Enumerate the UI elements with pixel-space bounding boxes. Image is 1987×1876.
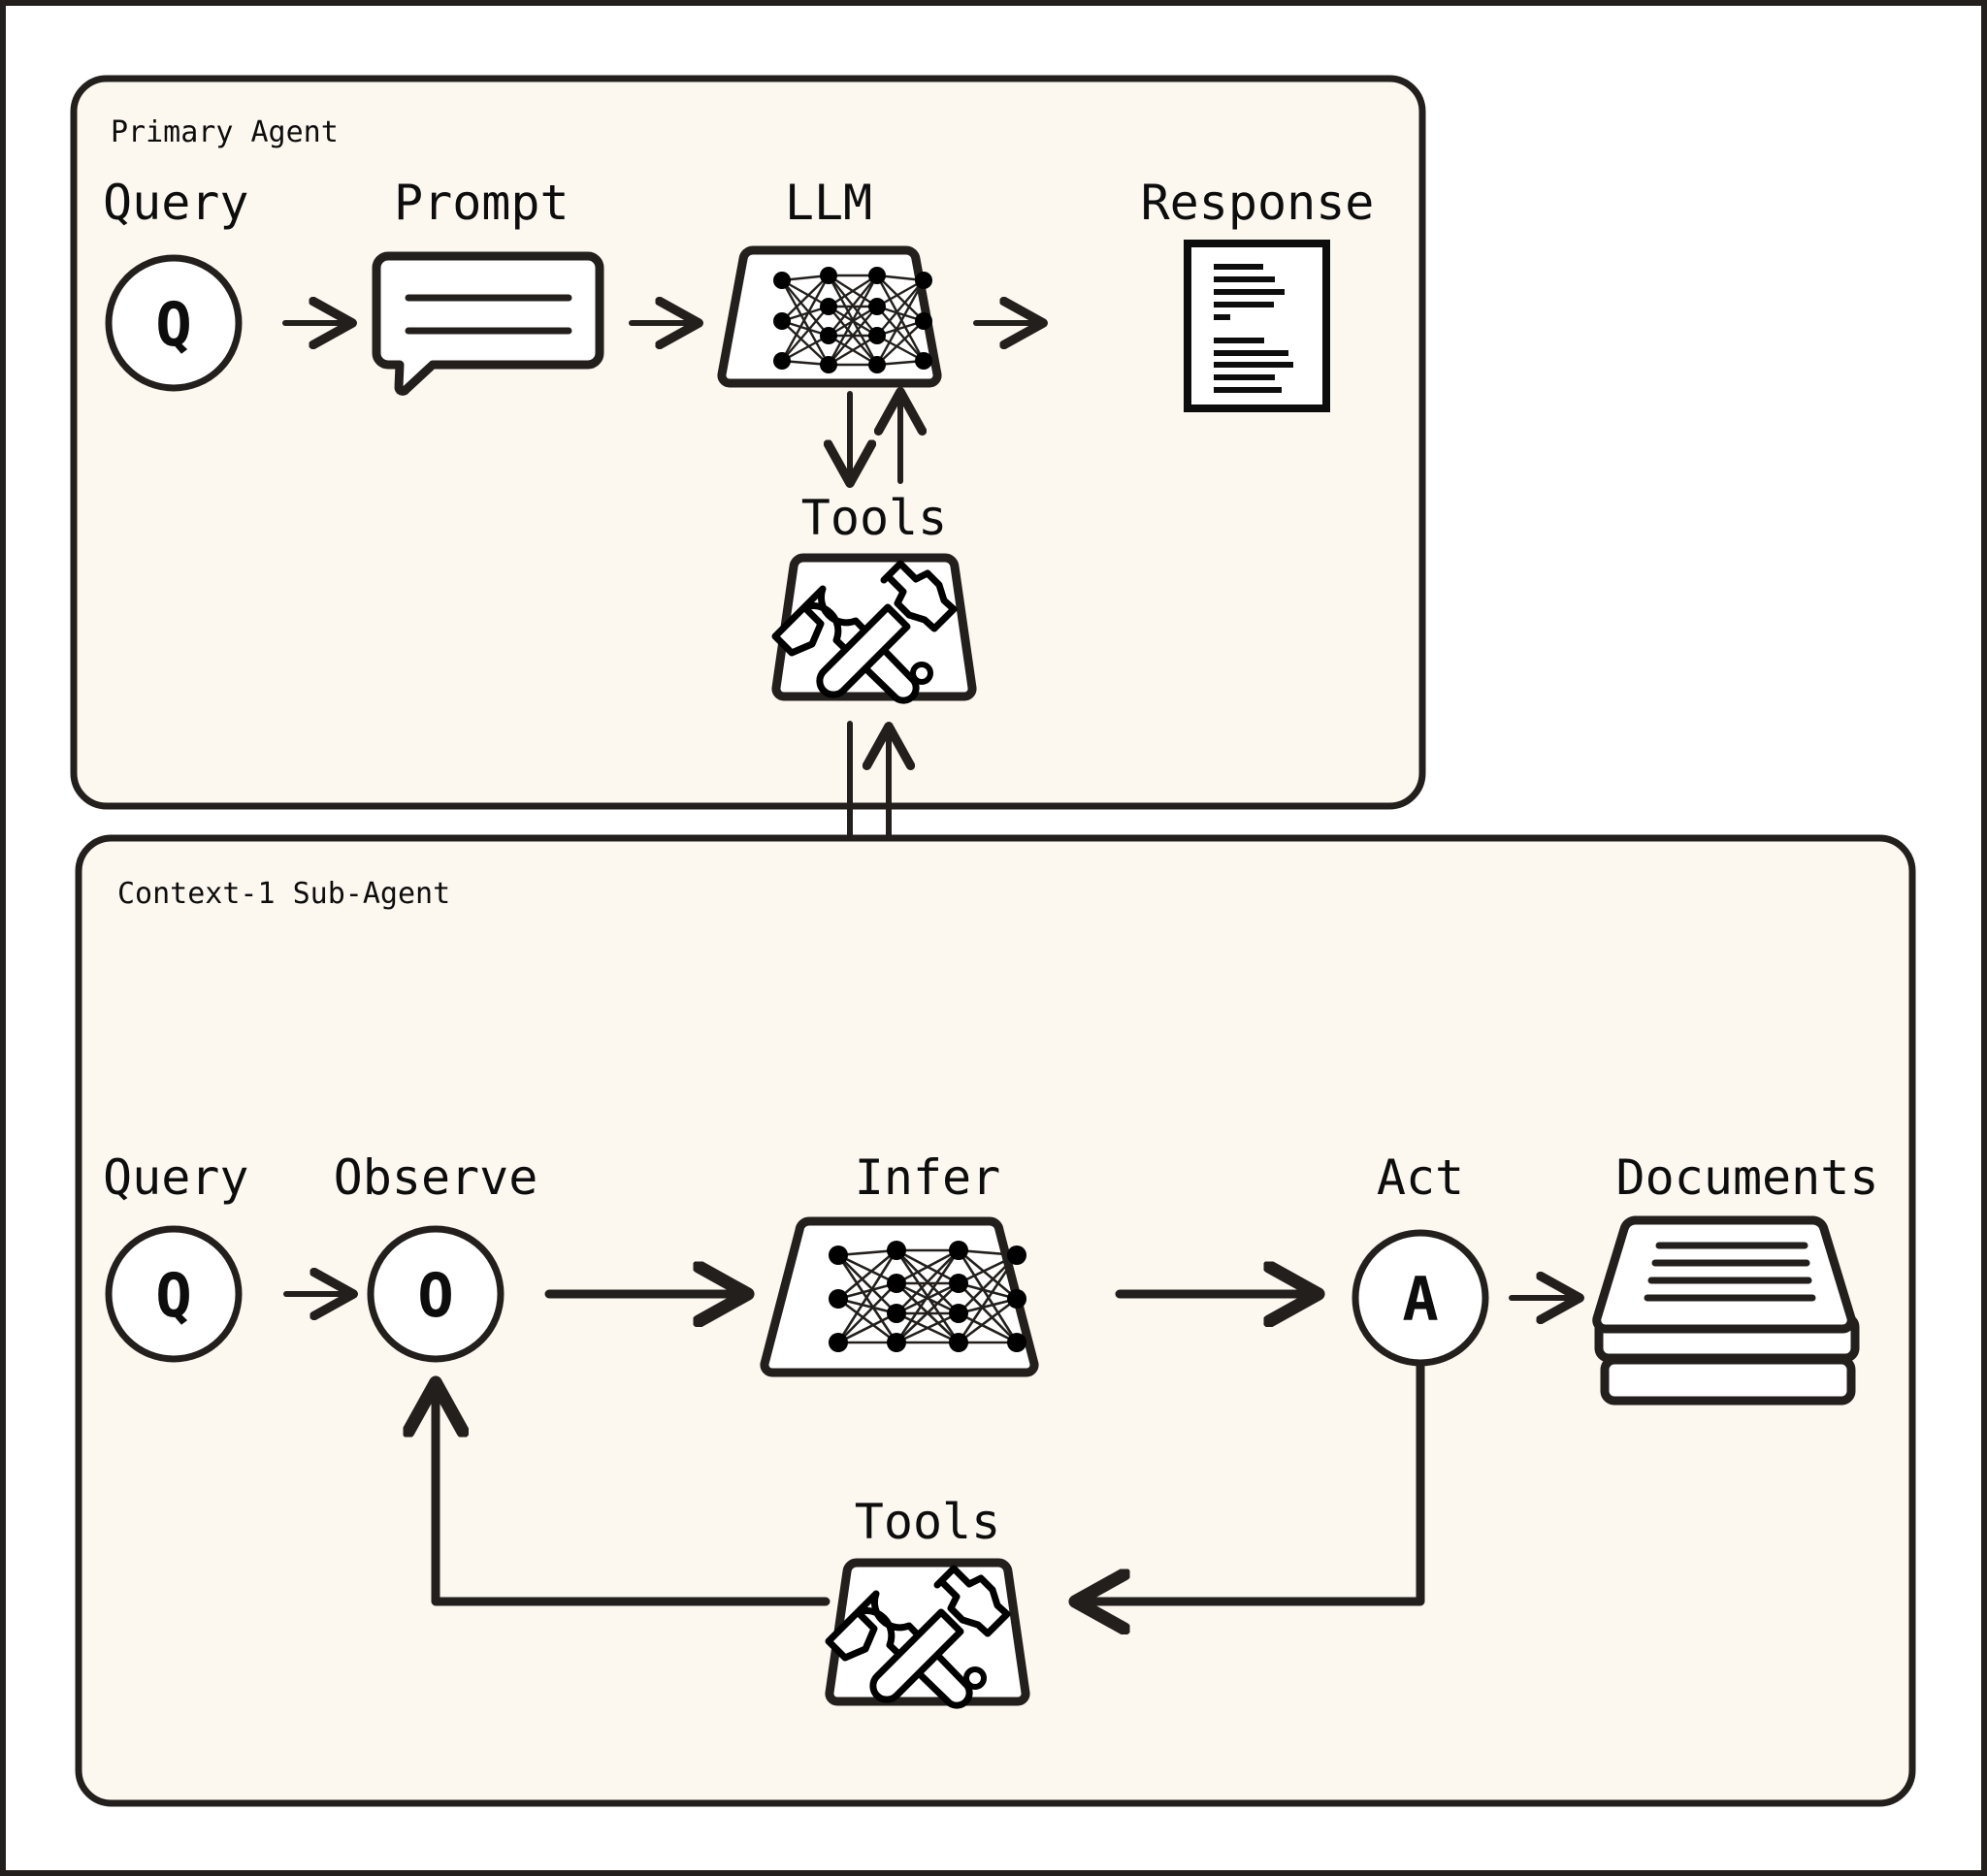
sub-act-label: Act [1377, 1149, 1464, 1206]
sub-node-observe[interactable]: Observe O [334, 1149, 538, 1363]
panel-sub-agent-title: Context-1 Sub-Agent [117, 877, 450, 911]
wrench-hammer-icon [825, 1558, 1030, 1709]
primary-node-response[interactable]: Response [1141, 175, 1375, 412]
diagram-canvas: Primary Agent Query Q Prompt LLM [70, 75, 1916, 1807]
sub-observe-circle [367, 1225, 505, 1363]
neural-network-icon [717, 245, 942, 388]
primary-query-glyph: Q [155, 289, 191, 360]
primary-node-query[interactable]: Query Q [103, 175, 249, 392]
sub-node-tools[interactable]: Tools [825, 1494, 1030, 1709]
primary-llm-label: LLM [785, 175, 872, 231]
sub-infer-label: Infer [855, 1149, 1001, 1206]
sub-edge-tools-to-observe [436, 1385, 831, 1606]
sub-node-query[interactable]: Query Q [103, 1149, 249, 1363]
sub-query-label: Query [103, 1149, 249, 1206]
primary-query-label: Query [103, 175, 249, 231]
primary-response-label: Response [1141, 175, 1375, 231]
primary-tools-label: Tools [801, 490, 948, 546]
wrench-hammer-icon [771, 553, 977, 704]
primary-node-llm[interactable]: LLM [717, 175, 942, 388]
document-icon [1184, 240, 1330, 412]
sub-observe-glyph: O [417, 1260, 453, 1331]
sub-documents-label: Documents [1616, 1149, 1879, 1206]
sub-query-circle [105, 1225, 243, 1363]
panel-primary-agent-title: Primary Agent [111, 115, 339, 149]
sub-node-infer[interactable]: Infer [760, 1149, 1039, 1377]
sub-observe-label: Observe [334, 1149, 538, 1206]
document-stack-icon [1592, 1215, 1860, 1406]
sub-node-documents[interactable]: Documents [1592, 1149, 1879, 1406]
sub-edge-act-to-tools [1078, 1359, 1425, 1601]
sub-act-glyph: A [1402, 1264, 1438, 1335]
primary-prompt-label: Prompt [394, 175, 570, 231]
primary-query-circle [105, 254, 243, 392]
speech-bubble-icon [372, 251, 604, 396]
primary-node-prompt[interactable]: Prompt [372, 175, 604, 396]
sub-query-glyph: Q [155, 1260, 191, 1331]
primary-node-tools[interactable]: Tools [771, 490, 977, 704]
sub-tools-label: Tools [855, 1494, 1001, 1550]
neural-network-icon [760, 1216, 1039, 1377]
